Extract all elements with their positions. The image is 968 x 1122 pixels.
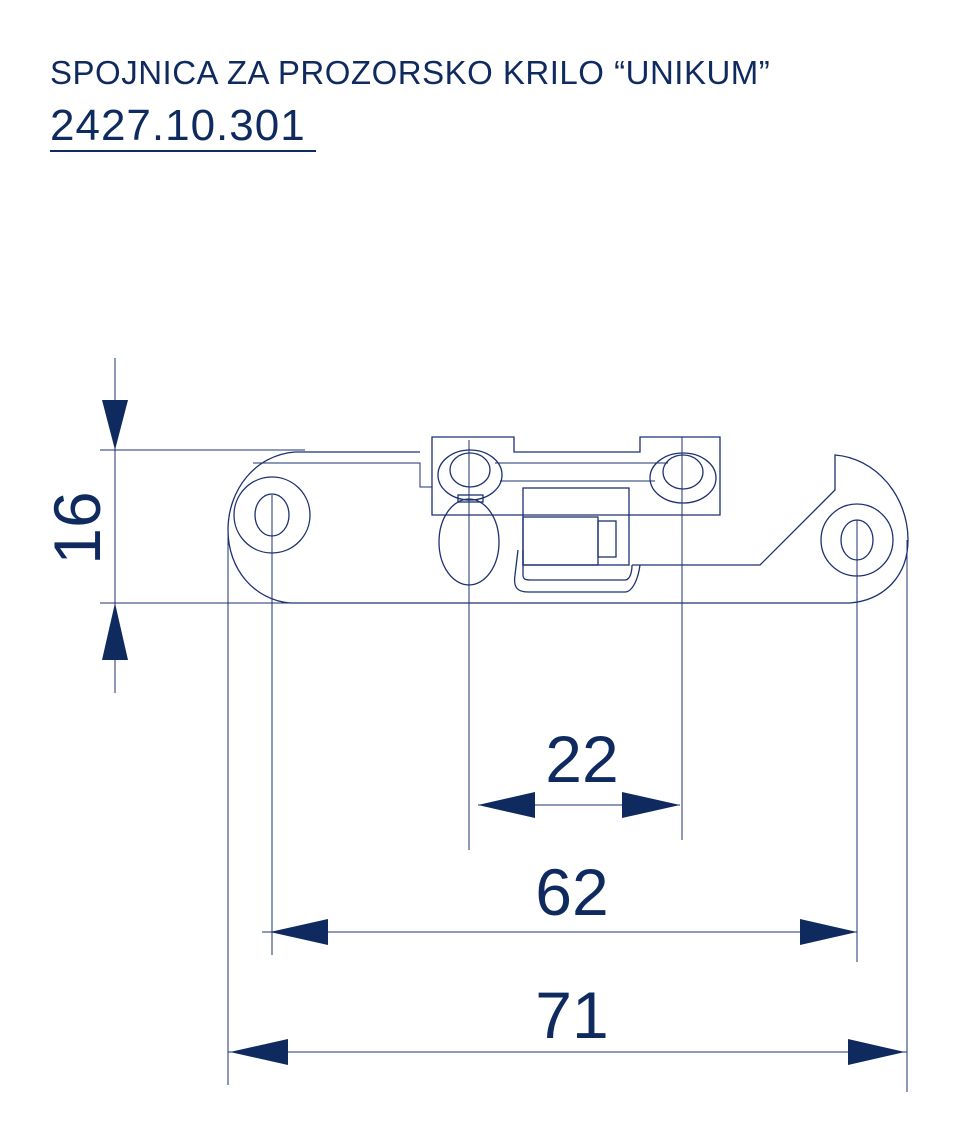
part-number: 2427.10.301 [50, 102, 316, 152]
dimension-16: 16 [40, 358, 305, 693]
dimension-label-62: 62 [535, 855, 608, 929]
dimension-22: 22 [468, 437, 683, 850]
dimension-label-22: 22 [545, 722, 618, 796]
dimension-label-16: 16 [40, 491, 114, 564]
drawing-title: SPOJNICA ZA PROZORSKO KRILO “UNIKUM” [50, 54, 771, 91]
dimension-71: 71 [227, 530, 908, 1092]
part-outline [227, 436, 909, 604]
dimension-label-71: 71 [535, 978, 608, 1052]
dimension-62: 62 [262, 495, 858, 962]
